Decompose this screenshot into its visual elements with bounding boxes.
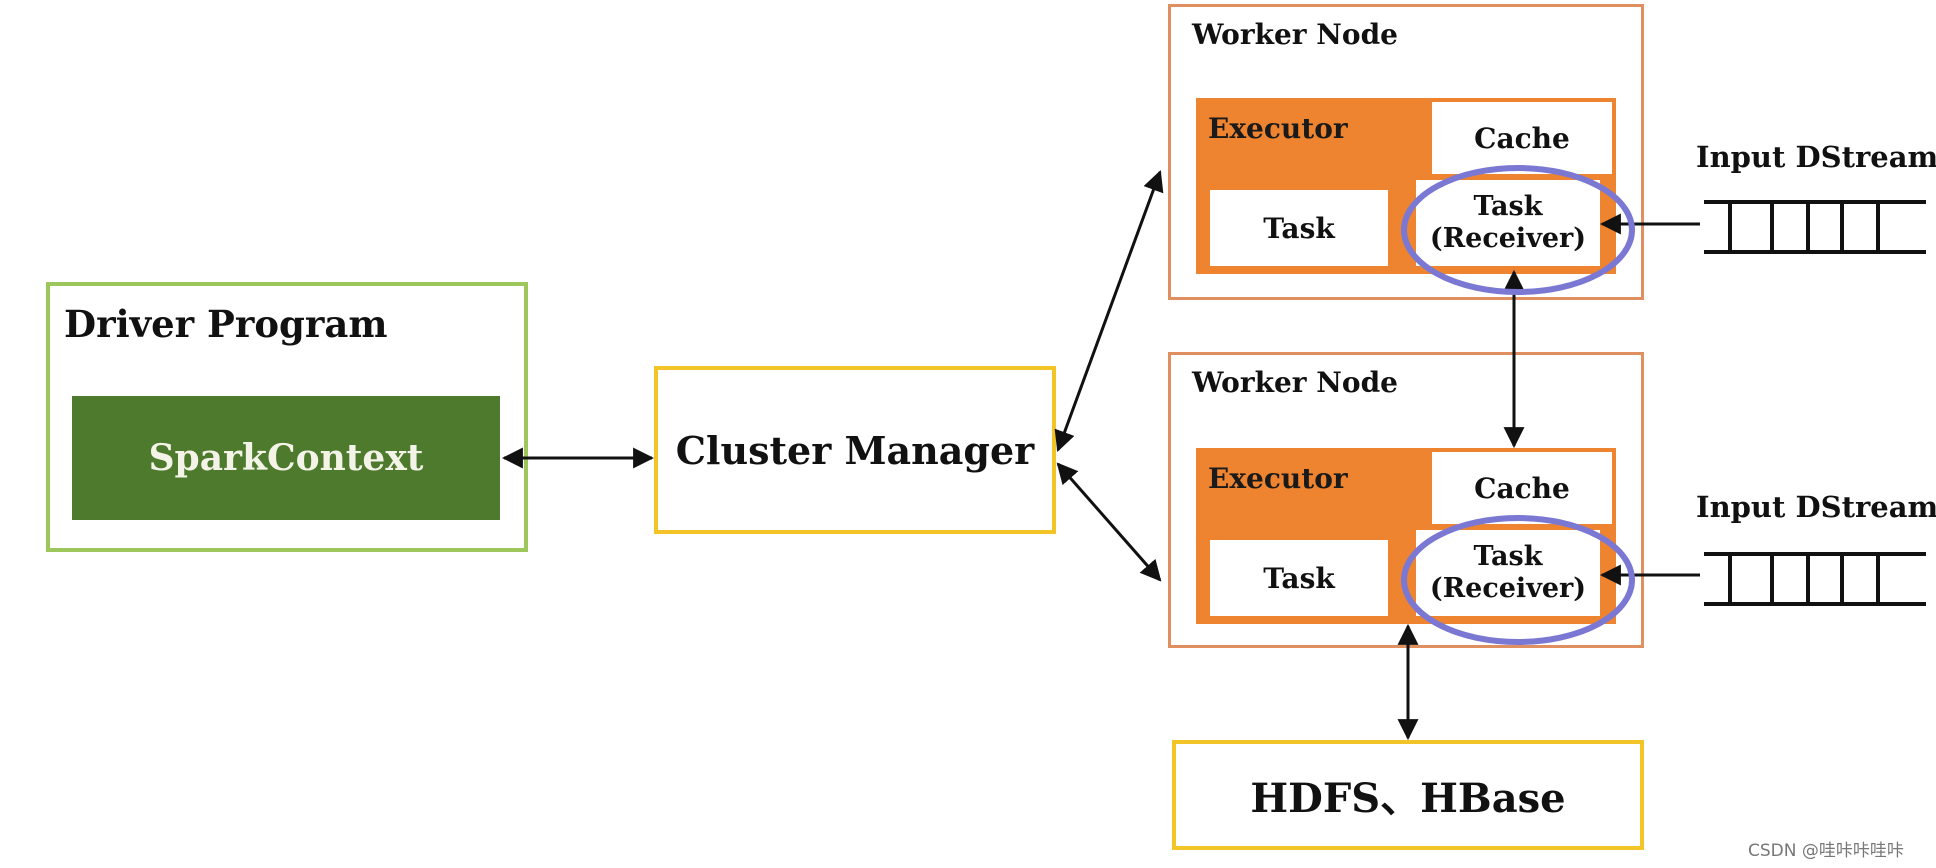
arrow-cluster-worker2 [1056,462,1162,582]
executor-2-title: Executor [1208,462,1348,495]
worker-node-2-title: Worker Node [1192,366,1398,399]
storage-box: HDFS、HBase [1172,740,1644,850]
executor-1-title: Executor [1208,112,1348,145]
cache-1: Cache [1432,102,1612,174]
input-dstream-2-label: Input DStream [1696,490,1936,524]
cluster-manager-box: Cluster Manager [654,366,1056,534]
task-receiver-2: Task (Receiver) [1416,530,1600,616]
worker-node-1-title: Worker Node [1192,18,1398,51]
cache-2: Cache [1432,452,1612,524]
input-dstream-1-queue [1704,200,1926,254]
spark-context-box: SparkContext [72,396,500,520]
receiver-2-highlight [1401,515,1635,645]
task-2: Task [1210,540,1388,616]
task-receiver-2-line2: (Receiver) [1429,573,1587,604]
task-receiver-1-line1: Task [1473,191,1543,222]
task-receiver-2-line1: Task [1473,541,1543,572]
task-receiver-1-line2: (Receiver) [1429,223,1587,254]
receiver-1-highlight [1401,165,1635,295]
input-dstream-1-label: Input DStream [1696,140,1936,174]
driver-program-title: Driver Program [64,302,388,346]
driver-program-box [46,282,528,552]
task-receiver-1: Task (Receiver) [1416,180,1600,266]
task-1: Task [1210,190,1388,266]
watermark: CSDN @哇咔咔哇咔 [1748,841,1904,861]
input-dstream-2-queue [1704,552,1926,606]
arrow-cluster-worker1 [1054,170,1164,452]
